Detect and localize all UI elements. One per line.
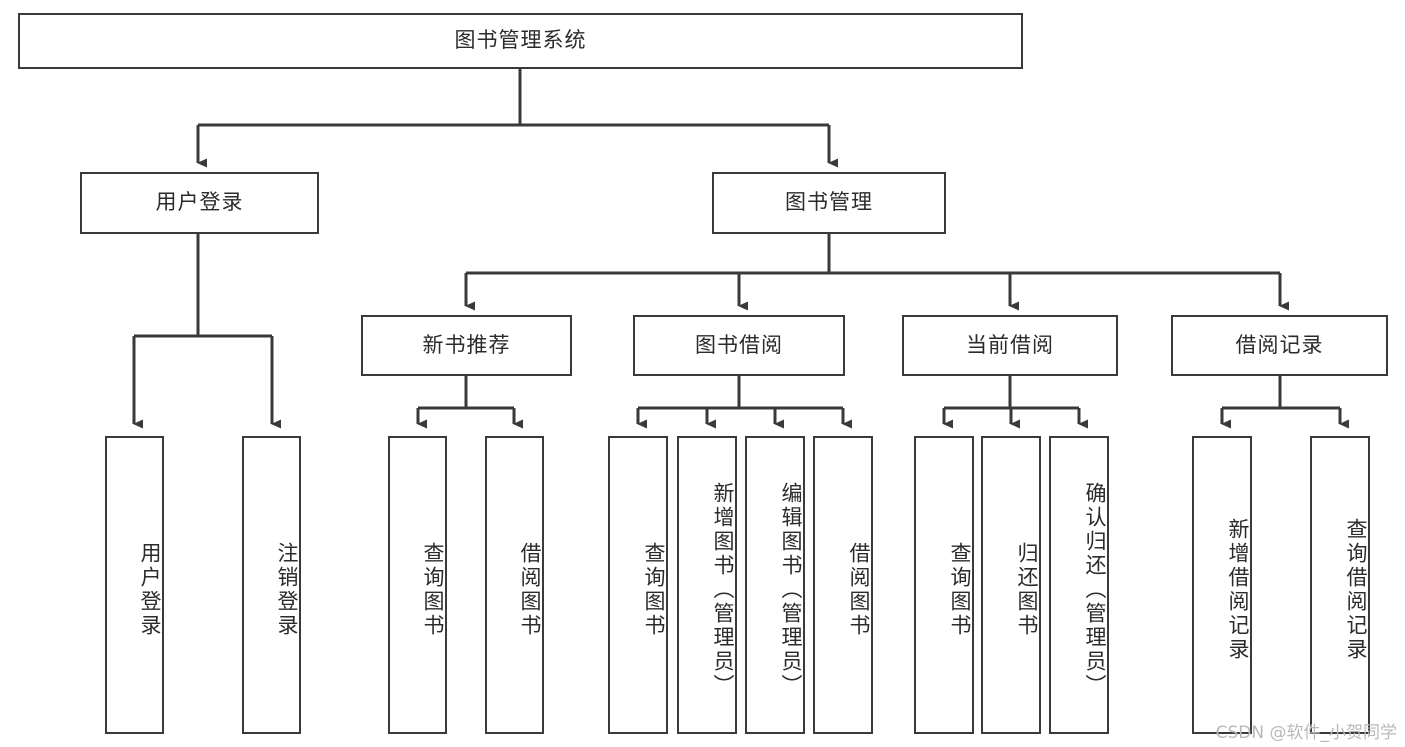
node-label: 编辑图书（管理员） [779,482,803,698]
node-label: 当前借阅 [966,332,1054,357]
node-label: 注销登录 [275,542,299,638]
leaf-add-book-admin[interactable]: 新增图书（管理员） [677,436,737,734]
node-book-borrow[interactable]: 图书借阅 [633,315,845,376]
node-root-system[interactable]: 图书管理系统 [18,13,1023,69]
node-label: 归还图书 [1015,542,1039,638]
node-label: 确认归还（管理员） [1083,482,1107,698]
node-label: 用户登录 [155,190,244,215]
node-current-borrow[interactable]: 当前借阅 [902,315,1118,376]
node-label: 用户登录 [138,542,162,638]
node-label: 查询图书 [948,542,972,638]
leaf-query-book-current[interactable]: 查询图书 [914,436,974,734]
node-label: 图书管理 [785,190,873,215]
node-label: 图书借阅 [695,332,783,357]
node-label: 借阅图书 [518,542,542,638]
node-borrow-record[interactable]: 借阅记录 [1171,315,1388,376]
leaf-edit-book-admin[interactable]: 编辑图书（管理员） [745,436,805,734]
node-new-book-recommend[interactable]: 新书推荐 [361,315,572,376]
node-user-login[interactable]: 用户登录 [80,172,319,234]
leaf-logout-login[interactable]: 注销登录 [242,436,301,734]
node-label: 新书推荐 [422,332,511,357]
node-label: 新增图书（管理员） [711,482,735,698]
leaf-query-book-recommend[interactable]: 查询图书 [388,436,447,734]
leaf-query-borrow-record[interactable]: 查询借阅记录 [1310,436,1370,734]
node-label: 借阅记录 [1235,332,1324,357]
node-label: 查询图书 [642,542,666,638]
leaf-borrow-book-recommend[interactable]: 借阅图书 [485,436,544,734]
node-label: 借阅图书 [847,542,871,638]
node-label: 查询图书 [421,542,445,638]
node-book-management[interactable]: 图书管理 [712,172,946,234]
leaf-borrow-book[interactable]: 借阅图书 [813,436,873,734]
leaf-return-book[interactable]: 归还图书 [981,436,1041,734]
node-label: 图书管理系统 [454,28,587,53]
leaf-confirm-return-admin[interactable]: 确认归还（管理员） [1049,436,1109,734]
leaf-add-borrow-record[interactable]: 新增借阅记录 [1192,436,1252,734]
node-label: 查询借阅记录 [1344,518,1368,662]
leaf-query-book-borrow[interactable]: 查询图书 [608,436,668,734]
leaf-user-login[interactable]: 用户登录 [105,436,164,734]
node-label: 新增借阅记录 [1226,518,1250,662]
